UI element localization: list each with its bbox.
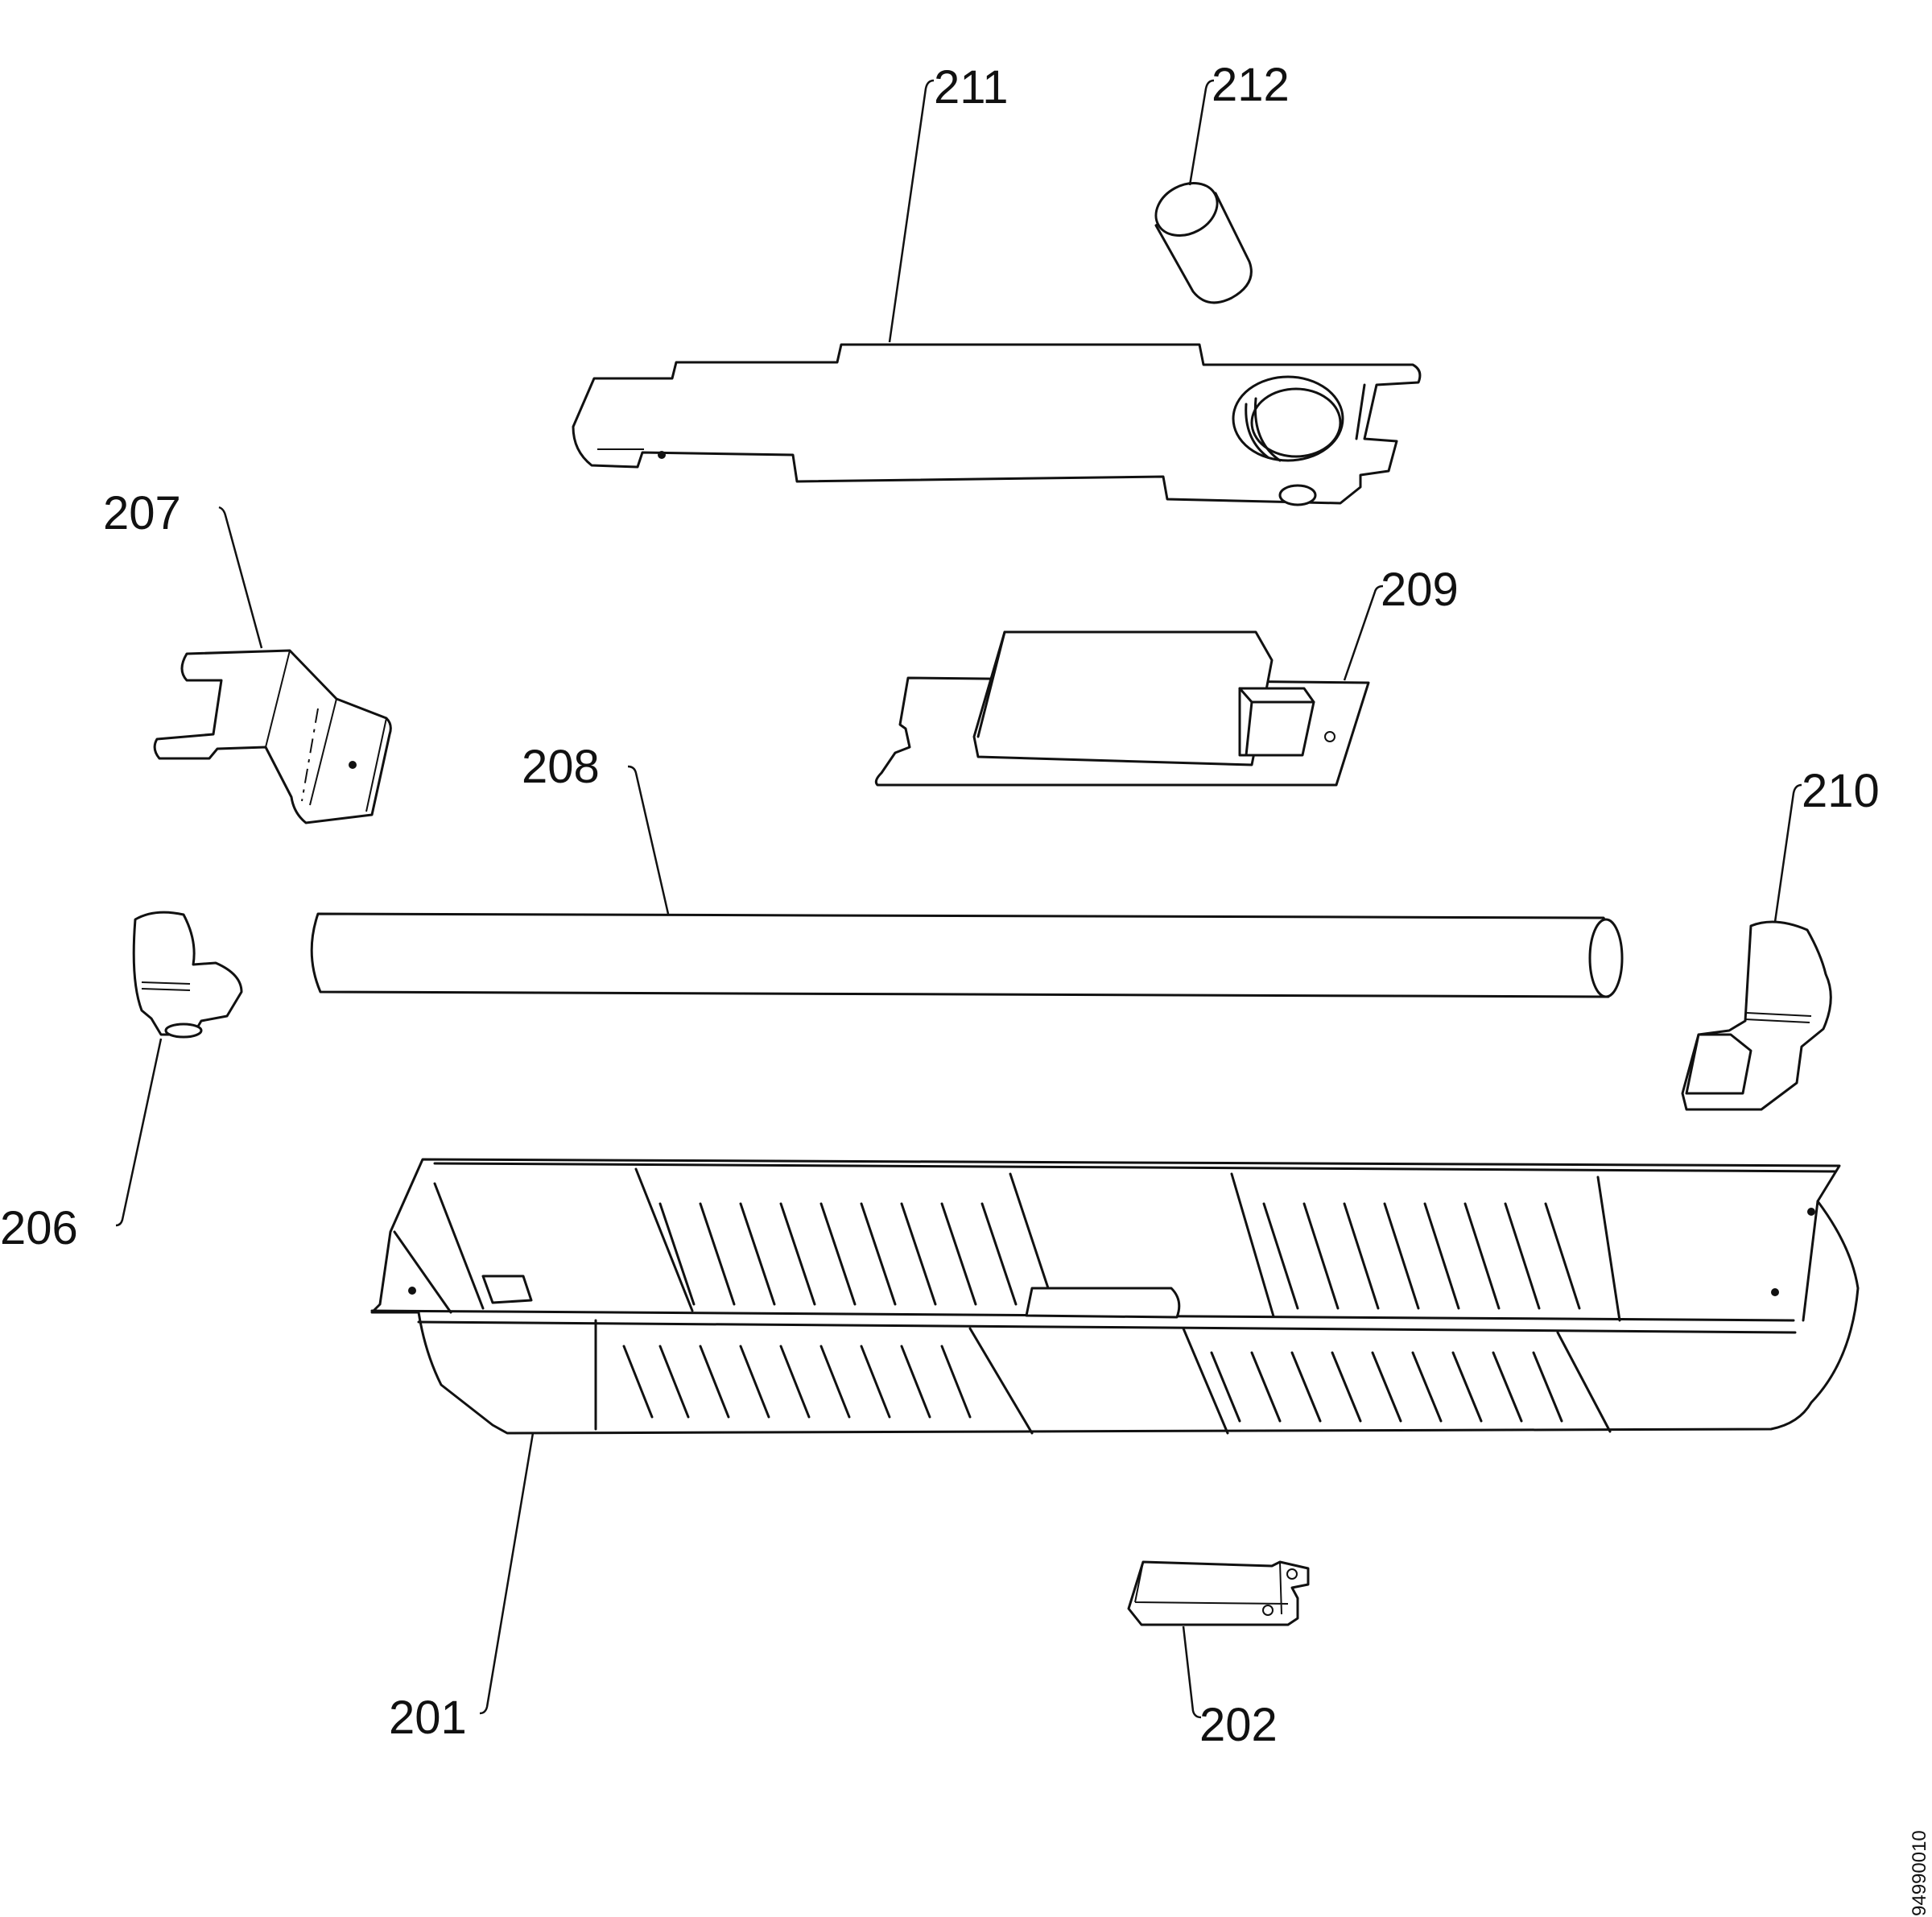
leader-211 bbox=[888, 79, 935, 343]
label-212: 212 bbox=[1212, 59, 1290, 111]
leader-202 bbox=[1182, 1626, 1202, 1719]
label-208: 208 bbox=[522, 741, 600, 793]
part-212-cap bbox=[1154, 182, 1253, 304]
label-210: 210 bbox=[1802, 765, 1880, 817]
part-208-tube bbox=[310, 912, 1624, 998]
label-206: 206 bbox=[0, 1202, 78, 1254]
leader-207 bbox=[218, 506, 263, 649]
leader-201 bbox=[479, 1432, 535, 1715]
label-201: 201 bbox=[389, 1692, 467, 1744]
part-210-lampholder bbox=[1681, 920, 1832, 1111]
leader-206 bbox=[115, 1038, 163, 1227]
leader-209 bbox=[1343, 585, 1384, 681]
part-206-lampholder bbox=[132, 911, 243, 1039]
part-207-bracket bbox=[153, 649, 392, 824]
label-207: 207 bbox=[103, 487, 181, 539]
label-202: 202 bbox=[1199, 1699, 1278, 1751]
leader-212 bbox=[1188, 79, 1215, 186]
label-211: 211 bbox=[934, 61, 1008, 114]
housing-side-slots bbox=[622, 1345, 1563, 1423]
housing-top-slots bbox=[658, 1202, 1581, 1310]
drawing-code: 94990010 bbox=[1909, 1830, 1930, 1916]
leader-208 bbox=[627, 765, 670, 915]
part-209-ballast bbox=[874, 630, 1370, 787]
part-201-housing bbox=[370, 1158, 1860, 1435]
part-202-starter-holder bbox=[1127, 1560, 1310, 1626]
leader-210 bbox=[1773, 783, 1802, 923]
part-211-plate bbox=[572, 343, 1422, 506]
label-209: 209 bbox=[1381, 564, 1459, 616]
